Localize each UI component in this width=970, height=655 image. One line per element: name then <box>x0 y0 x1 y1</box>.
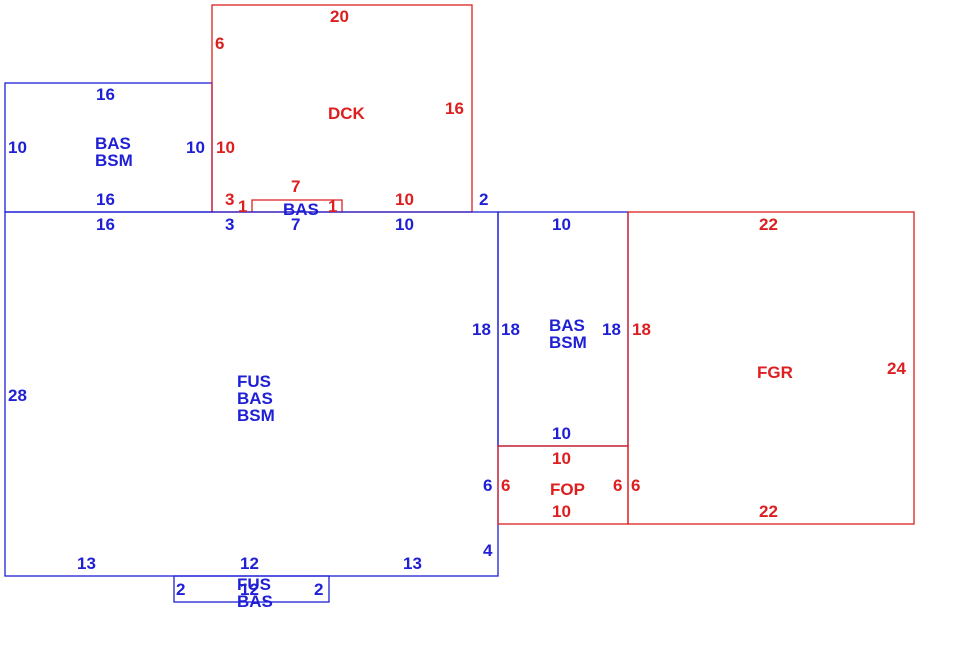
dim-fgr-left-6: 6 <box>631 476 640 495</box>
garage-label: FGR <box>757 363 793 382</box>
dim-deck-bottom-10: 10 <box>395 190 414 209</box>
dim-rw-top: 10 <box>552 215 571 234</box>
right-wing-label-bas: BAS <box>549 316 585 335</box>
dim-fgr-top: 22 <box>759 215 778 234</box>
porch-label: FOP <box>550 480 585 499</box>
dim-fop-right: 6 <box>613 476 622 495</box>
deck-label: DCK <box>328 104 366 123</box>
dim-main-right-6: 6 <box>483 476 492 495</box>
dim-left-top: 16 <box>96 85 115 104</box>
dim-main-bottom-13a: 13 <box>77 554 96 573</box>
dim-deck-step-7: 7 <box>291 177 300 196</box>
dim-bump-left: 2 <box>176 580 185 599</box>
dim-rw-left: 18 <box>501 320 520 339</box>
dim-gap-2: 2 <box>479 190 488 209</box>
dim-deck-top: 20 <box>330 7 349 26</box>
dim-rw-bottom: 10 <box>552 424 571 443</box>
main-label-fus: FUS <box>237 372 271 391</box>
dim-left-left: 10 <box>8 138 27 157</box>
main-label-bsm: BSM <box>237 406 275 425</box>
dim-bump-right: 2 <box>314 580 323 599</box>
dim-main-top-16: 16 <box>96 215 115 234</box>
dim-main-bottom-13b: 13 <box>403 554 422 573</box>
dim-fop-left: 6 <box>501 476 510 495</box>
dim-deck-right: 16 <box>445 99 464 118</box>
bottom-bump-outline <box>173 575 330 603</box>
dim-fgr-right: 24 <box>887 359 906 378</box>
dim-rw-right: 18 <box>602 320 621 339</box>
dim-fop-bottom: 10 <box>552 502 571 521</box>
bottom-bump-label-fus: FUS <box>237 575 271 594</box>
dim-main-bottom-12: 12 <box>240 554 259 573</box>
right-wing-label-bsm: BSM <box>549 333 587 352</box>
dim-fgr-bottom: 22 <box>759 502 778 521</box>
dim-fgr-left-18: 18 <box>632 320 651 339</box>
left-wing-label-bsm: BSM <box>95 151 133 170</box>
dim-left-bottom: 16 <box>96 190 115 209</box>
dim-main-top-7: 7 <box>291 215 300 234</box>
dim-main-left: 28 <box>8 386 27 405</box>
dim-main-top-3: 3 <box>225 215 234 234</box>
dim-deck-left: 6 <box>215 34 224 53</box>
dim-fop-top: 10 <box>552 449 571 468</box>
dim-deck-step-3: 3 <box>225 190 234 209</box>
dim-bump-mid: 12 <box>240 580 259 599</box>
garage-outline <box>627 211 915 525</box>
dim-main-right: 18 <box>472 320 491 339</box>
main-label-bas: BAS <box>237 389 273 408</box>
bottom-bump-label-bas: BAS <box>237 592 273 611</box>
bump-label-bas: BAS <box>283 200 319 219</box>
dim-main-right-4: 4 <box>483 541 493 560</box>
left-wing-label-bas: BAS <box>95 134 131 153</box>
deck-step-outline <box>251 199 343 212</box>
dim-main-top-10: 10 <box>395 215 414 234</box>
dim-deck-inner-left: 10 <box>216 138 235 157</box>
dim-deck-step-1b: 1 <box>328 197 337 216</box>
dim-deck-step-1a: 1 <box>238 197 247 216</box>
dim-left-right: 10 <box>186 138 205 157</box>
